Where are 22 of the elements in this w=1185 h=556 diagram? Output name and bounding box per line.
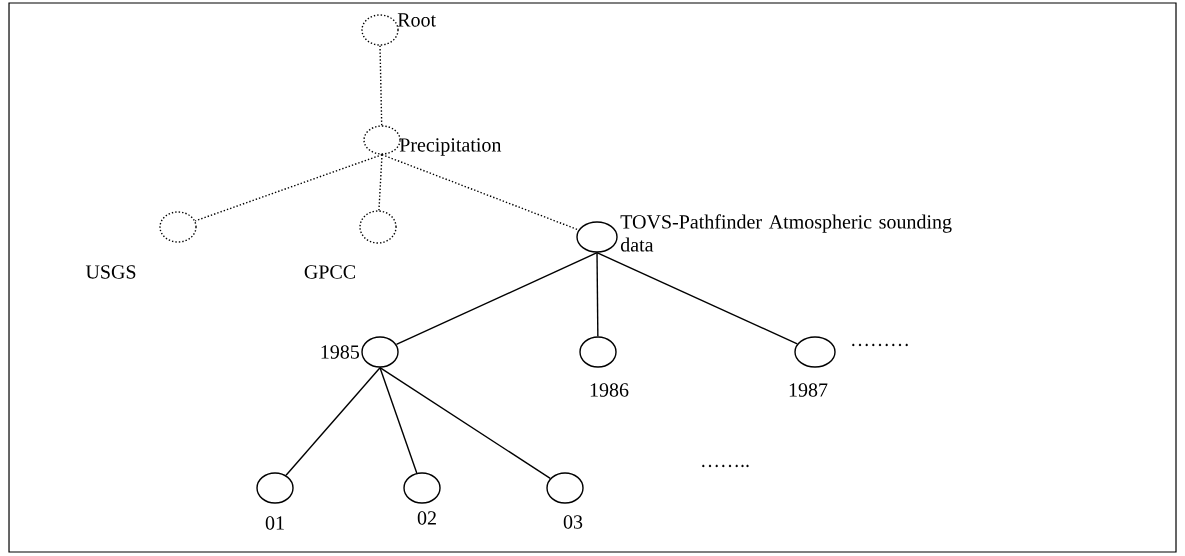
connector-line <box>379 367 551 480</box>
connector-line <box>596 252 599 337</box>
ellipsis-label: …….. <box>702 464 749 468</box>
connector-line <box>596 252 798 345</box>
connector-line <box>285 367 381 476</box>
node-label: TOVS-Pathfinder Atmospheric sounding data <box>620 214 952 252</box>
connector-line <box>378 154 383 211</box>
node-label: 1985 <box>321 345 360 359</box>
connector-line <box>194 154 383 222</box>
connector-line <box>381 154 580 231</box>
connector-line <box>395 252 598 346</box>
node-label: 01 <box>265 516 284 530</box>
node-label: Root <box>397 13 436 27</box>
node-label: 1987 <box>789 383 828 397</box>
connector-line <box>379 45 383 126</box>
node-label: Precipitation <box>399 138 502 156</box>
node-label: 1986 <box>590 383 629 397</box>
node-label: 03 <box>563 515 583 529</box>
node-label: USGS <box>85 265 136 279</box>
node-label: GPCC <box>304 265 355 279</box>
connector-line <box>379 367 418 474</box>
node-label: 02 <box>417 511 436 525</box>
